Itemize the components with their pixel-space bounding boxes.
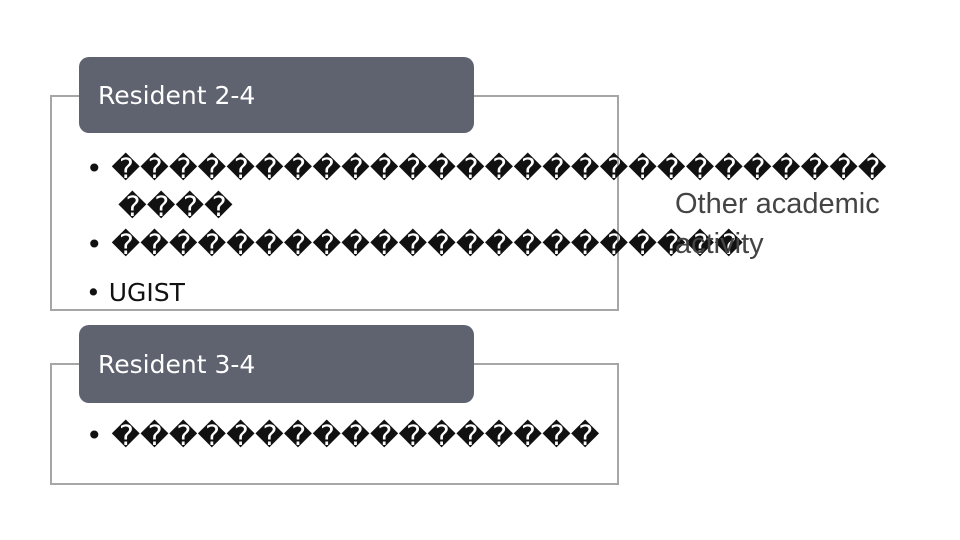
bullet-item: • ��������������������������� (86, 152, 887, 185)
section-header-1: Resident 2-4 (79, 57, 474, 133)
bullet-item: • ����������������� (86, 419, 600, 452)
bullet-item: • UGIST (86, 278, 185, 307)
bullet-item-continuation: ���� (118, 190, 233, 223)
overlay-label-line1: Other academic (675, 188, 880, 220)
overlay-label-line2: activity (675, 228, 764, 260)
bullet-item: • ���������������������� (86, 228, 744, 261)
section-header-2: Resident 3-4 (79, 325, 474, 403)
